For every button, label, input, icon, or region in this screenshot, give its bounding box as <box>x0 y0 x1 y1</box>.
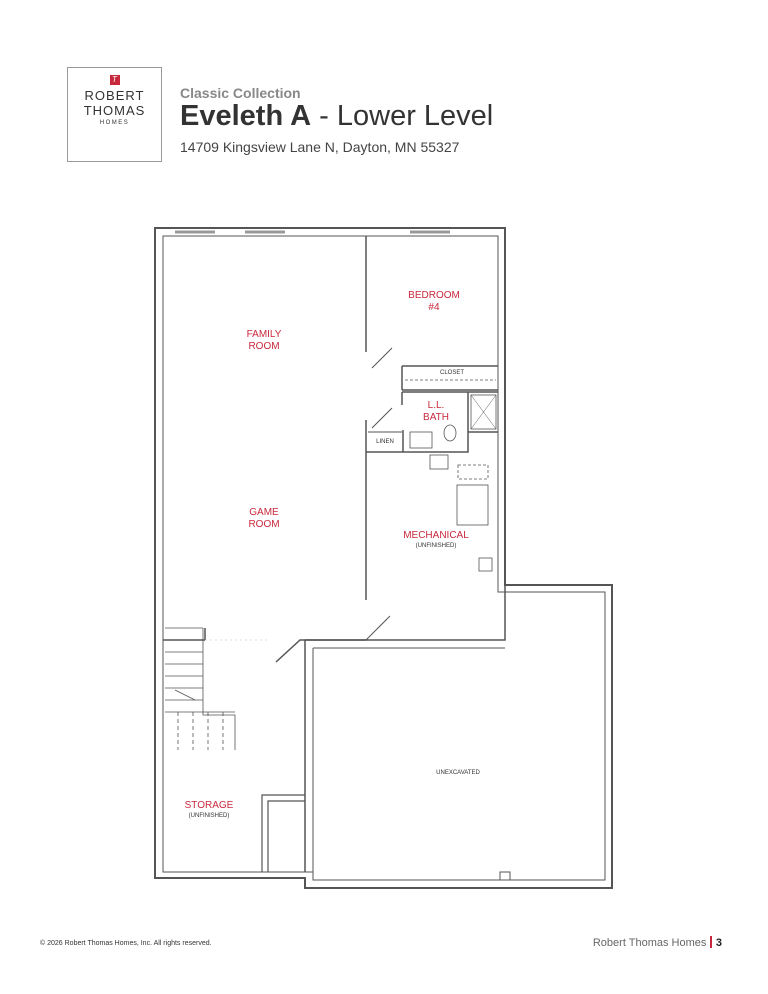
logo-text-robert: ROBERT <box>84 88 145 103</box>
model-name: Eveleth A <box>180 100 312 132</box>
room-note-mechanical: (UNFINISHED) <box>415 543 457 549</box>
room-note-storage: (UNFINISHED) <box>188 813 230 819</box>
stairs <box>165 627 236 750</box>
room-label-storage: STORAGE <box>184 800 234 811</box>
collection-name: Classic Collection <box>180 85 301 101</box>
door-family-bath <box>371 347 393 429</box>
exterior-wall-inner <box>162 235 606 881</box>
game-room-wall <box>163 628 366 663</box>
logo-text-homes: HOMES <box>99 120 130 126</box>
copyright: © 2026 Robert Thomas Homes, Inc. All rig… <box>40 940 212 947</box>
room-label-closet: CLOSET <box>439 370 465 376</box>
door-mechanical <box>365 615 391 641</box>
page-number: 3 <box>715 937 722 949</box>
bath-wall <box>366 391 498 453</box>
room-label-mechanical: MECHANICAL <box>403 530 469 541</box>
storage-closet <box>261 794 305 872</box>
page-title: Eveleth A - Lower Level <box>180 100 493 133</box>
room-label-linen: LINEN <box>376 439 394 445</box>
logo-text-thomas: THOMAS <box>83 103 146 118</box>
unexcavated-wall <box>312 647 505 880</box>
exterior-wall <box>154 227 613 889</box>
mechanical-wall <box>305 585 506 641</box>
title-separator: - <box>311 100 337 132</box>
room-label-family: FAMILY ROOM <box>246 329 282 352</box>
room-label-bedroom: BEDROOM #4 <box>408 290 460 313</box>
footer-brand-name: Robert Thomas Homes <box>592 937 707 949</box>
company-logo: T ROBERT THOMAS HOMES <box>67 67 162 162</box>
room-label-game: GAME ROOM <box>248 507 280 530</box>
room-label-bath: L.L. BATH <box>423 400 449 423</box>
address: 14709 Kingsview Lane N, Dayton, MN 55327 <box>180 139 460 155</box>
logo-mark: T <box>109 75 120 85</box>
bedroom-wall <box>401 365 498 391</box>
footer-brand: Robert Thomas Homes 3 <box>593 936 722 949</box>
room-label-unexcavated: UNEXCAVATED <box>436 770 480 776</box>
footer-divider <box>710 936 712 948</box>
level-name: Lower Level <box>336 100 494 132</box>
